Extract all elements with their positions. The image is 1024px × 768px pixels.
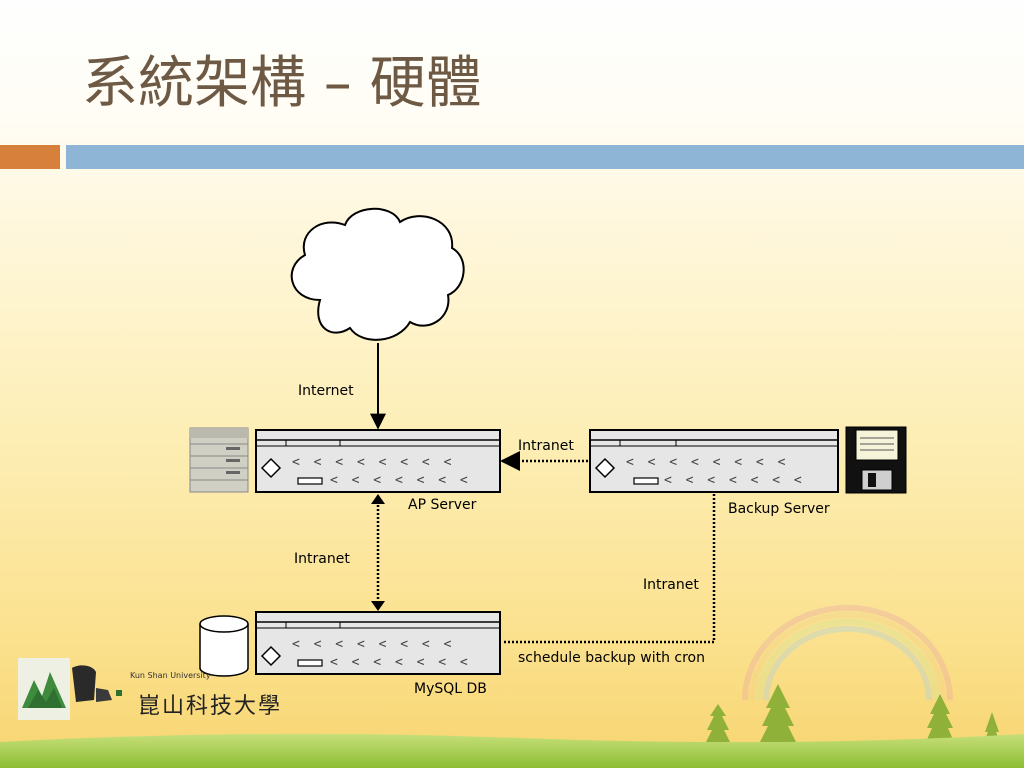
backup-to-ap-label: Intranet bbox=[518, 438, 574, 454]
university-name-english: Kun Shan University bbox=[130, 671, 211, 680]
svg-text:< < < < < < <: < < < < < < < bbox=[664, 473, 805, 488]
cron-label: schedule backup with cron bbox=[518, 650, 705, 666]
svg-text:< < < < < < < <: < < < < < < < < bbox=[292, 637, 454, 652]
ap-server-label: AP Server bbox=[408, 497, 477, 513]
slide-title: 系統架構 – 硬體 bbox=[82, 51, 482, 116]
floppy-disk-icon bbox=[845, 426, 907, 494]
database-cylinder-icon bbox=[199, 615, 249, 677]
backup-to-db-link bbox=[502, 494, 716, 644]
ap-db-link-arrowhead-up bbox=[371, 494, 385, 504]
server-tower-icon bbox=[189, 427, 249, 493]
mysql-db-label: MySQL DB bbox=[414, 681, 487, 697]
backup-to-db-label: Intranet bbox=[643, 577, 699, 593]
rainbow-decoration bbox=[742, 604, 953, 701]
ap-server-device: < < < < < < < < < < < < < < < bbox=[255, 429, 501, 493]
grass-ground bbox=[0, 733, 1024, 768]
ap-db-link-arrowhead-down bbox=[371, 601, 385, 611]
svg-text:< < < < < < < <: < < < < < < < < bbox=[626, 455, 788, 470]
title-accent-orange-bar bbox=[0, 145, 60, 169]
ap-to-db-label: Intranet bbox=[294, 551, 350, 567]
mysql-db-device: < < < < < < < < < < < < < < < bbox=[255, 611, 501, 675]
internet-label: Internet bbox=[298, 383, 354, 399]
backup-server-device: < < < < < < < < < < < < < < < bbox=[589, 429, 839, 493]
svg-text:< < < < < < < <: < < < < < < < < bbox=[292, 455, 454, 470]
backup-server-label: Backup Server bbox=[728, 501, 830, 517]
university-name-chinese: 崑山科技大學 bbox=[138, 694, 283, 719]
title-accent-blue-bar bbox=[66, 145, 1024, 169]
tree-decoration bbox=[706, 684, 1000, 742]
university-logo-emblem bbox=[18, 658, 122, 720]
svg-text:< < < < < < <: < < < < < < < bbox=[330, 473, 471, 488]
internet-cloud-icon bbox=[290, 207, 465, 341]
svg-text:< < < < < < <: < < < < < < < bbox=[330, 655, 471, 670]
